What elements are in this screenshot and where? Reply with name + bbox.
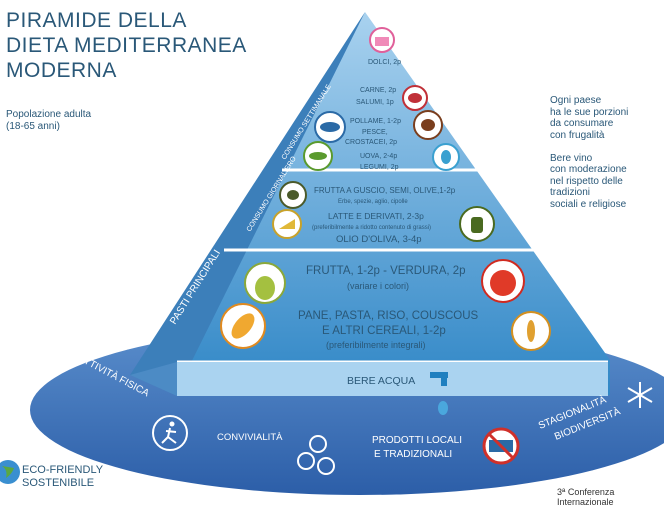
smileys-icon: [297, 435, 335, 475]
cereali-note: (preferibilmente integrali): [326, 340, 426, 350]
no-transport-icon: [482, 427, 520, 465]
water-tap-icon: [430, 372, 448, 415]
water-label: BERE ACQUA: [347, 375, 415, 387]
pyramid-left-face: [130, 12, 365, 395]
pesce-label: PESCE,: [362, 129, 388, 136]
latte-label: LATTE E DERIVATI, 2-3p: [328, 211, 424, 221]
erbe-label: Erbe, spezie, aglio, cipolle: [338, 199, 408, 205]
snowflake-icon: [627, 382, 653, 408]
eco-label: ECO-FRIENDLY SOSTENIBILE: [22, 464, 104, 489]
frutta-note: (variare i colori): [347, 281, 409, 291]
footer-note: 3ª Conferenza Internazionale: [557, 487, 615, 507]
frutta-guscio-label: FRUTTA A GUSCIO, SEMI, OLIVE,1-2p: [314, 186, 456, 195]
side-notes: Ogni paese ha le sue porzioni da consuma…: [550, 95, 629, 210]
convivialita-label: CONVIVIALITÀ: [217, 432, 283, 443]
carne-label: CARNE, 2p: [360, 87, 396, 94]
olio-label: OLIO D'OLIVA, 3-4p: [336, 234, 422, 245]
running-icon: [152, 415, 188, 451]
salumi-label: SALUMI, 1p: [356, 99, 394, 106]
uova-label: UOVA, 2-4p: [360, 153, 397, 160]
pane-label: PANE, PASTA, RISO, COUSCOUS: [298, 310, 479, 322]
dolci-label: DOLCI, 2p: [368, 59, 401, 66]
water-band: [177, 362, 608, 396]
tradizionali-label: E TRADIZIONALI: [374, 449, 452, 460]
legumi-label: LEGUMI, 2p: [360, 164, 399, 171]
population-note: Popolazione adulta (18-65 anni): [6, 109, 92, 132]
latte-note: (preferibilmente a ridotto contenuto di …: [312, 225, 431, 231]
prodotti-label: PRODOTTI LOCALI: [372, 435, 462, 446]
cereali-label: E ALTRI CEREALI, 1-2p: [322, 325, 446, 337]
crostacei-label: CROSTACEI, 2p: [345, 139, 397, 146]
frutta-label: FRUTTA, 1-2p - VERDURA, 2p: [306, 265, 466, 277]
page-title: PIRAMIDE DELLA DIETA MEDITERRANEA MODERN…: [6, 9, 247, 82]
pollame-label: POLLAME, 1-2p: [350, 118, 401, 125]
